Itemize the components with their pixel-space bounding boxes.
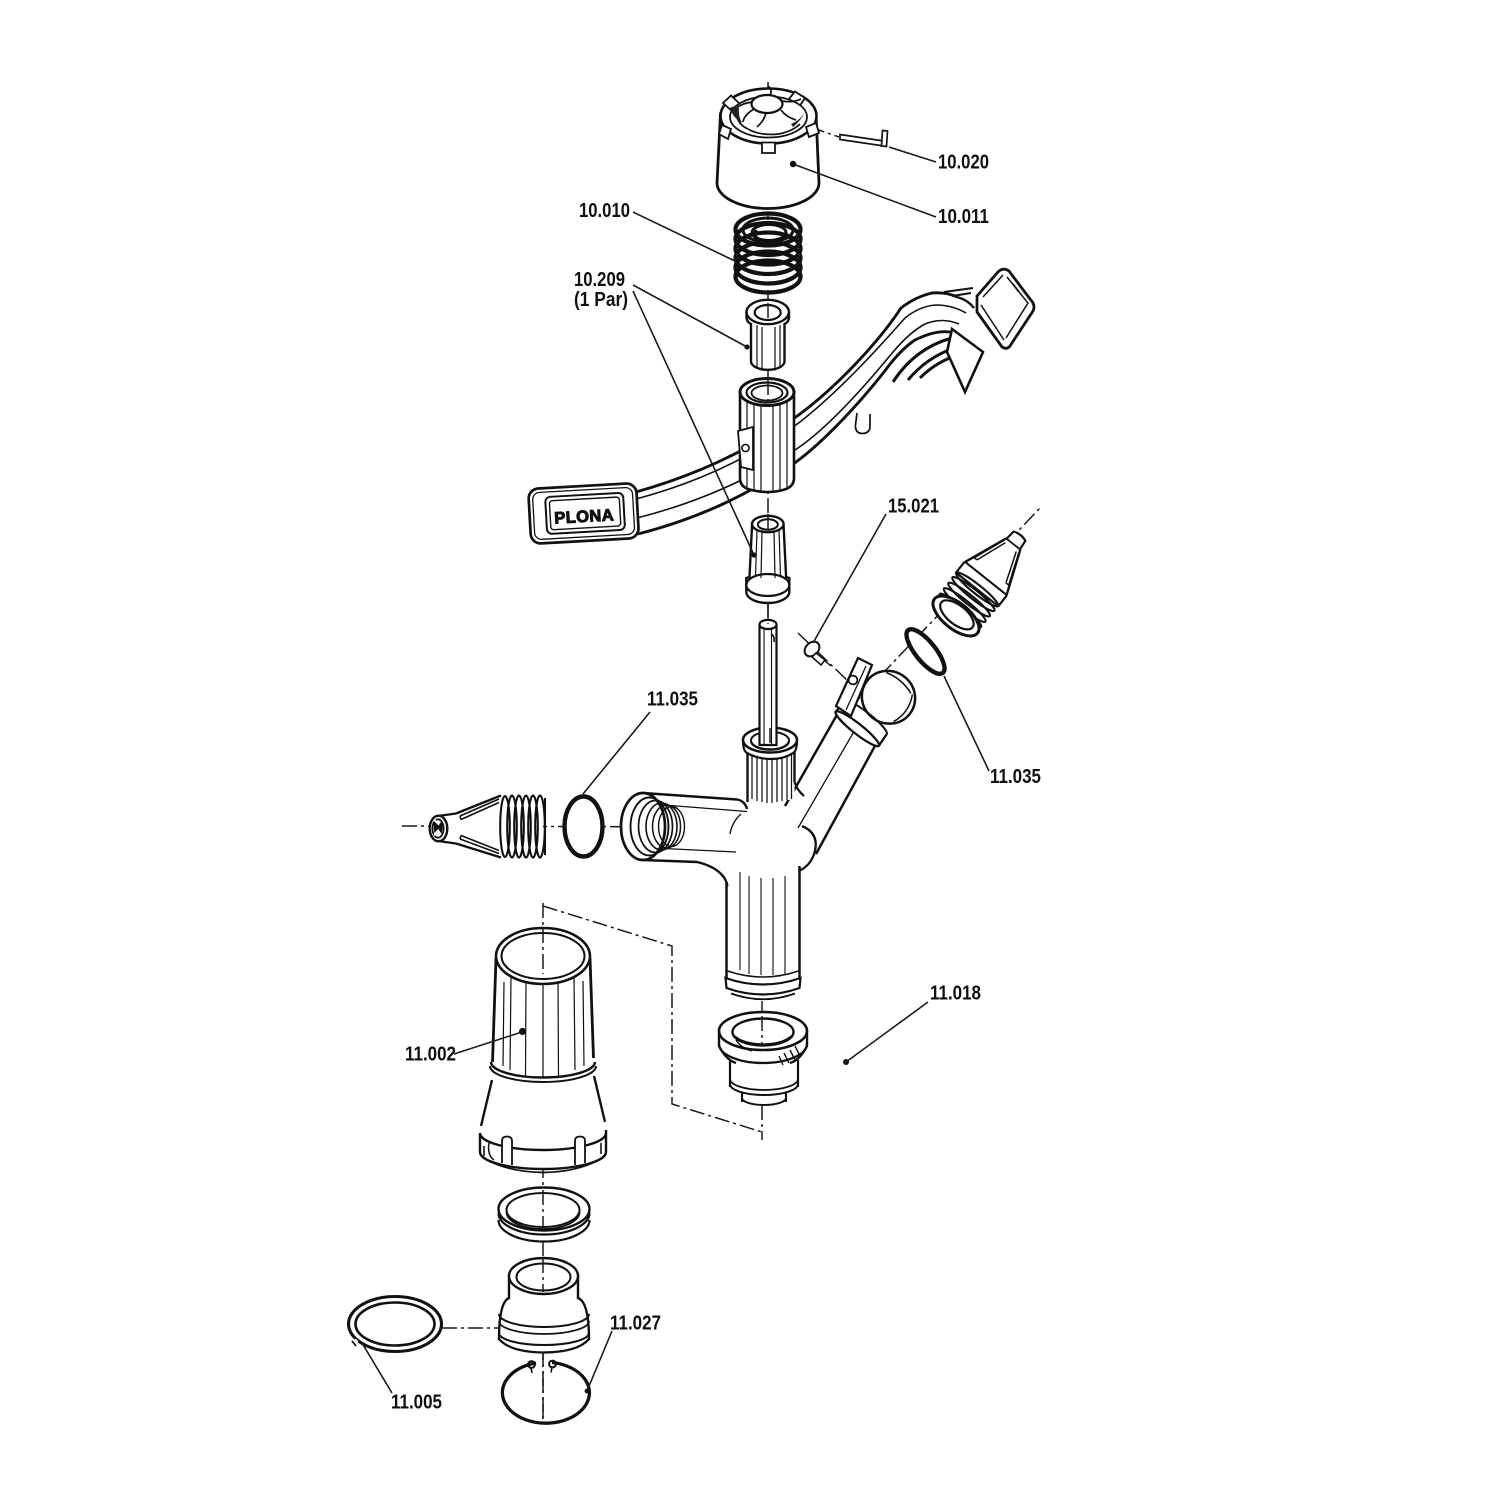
svg-text:10.011: 10.011 — [938, 206, 989, 228]
svg-text:10.010: 10.010 — [579, 200, 630, 222]
svg-text:(1 Par): (1 Par) — [574, 289, 628, 311]
svg-text:10.209: 10.209 — [574, 269, 625, 291]
svg-text:11.027: 11.027 — [610, 1313, 661, 1335]
svg-text:11.002: 11.002 — [405, 1044, 456, 1066]
svg-text:10.020: 10.020 — [938, 152, 989, 174]
svg-text:PLONA: PLONA — [554, 506, 615, 527]
svg-text:15.021: 15.021 — [888, 496, 939, 518]
svg-text:11.035: 11.035 — [647, 689, 698, 711]
svg-text:11.035: 11.035 — [990, 766, 1041, 788]
svg-text:11.005: 11.005 — [391, 1392, 442, 1414]
svg-text:11.018: 11.018 — [930, 983, 981, 1005]
